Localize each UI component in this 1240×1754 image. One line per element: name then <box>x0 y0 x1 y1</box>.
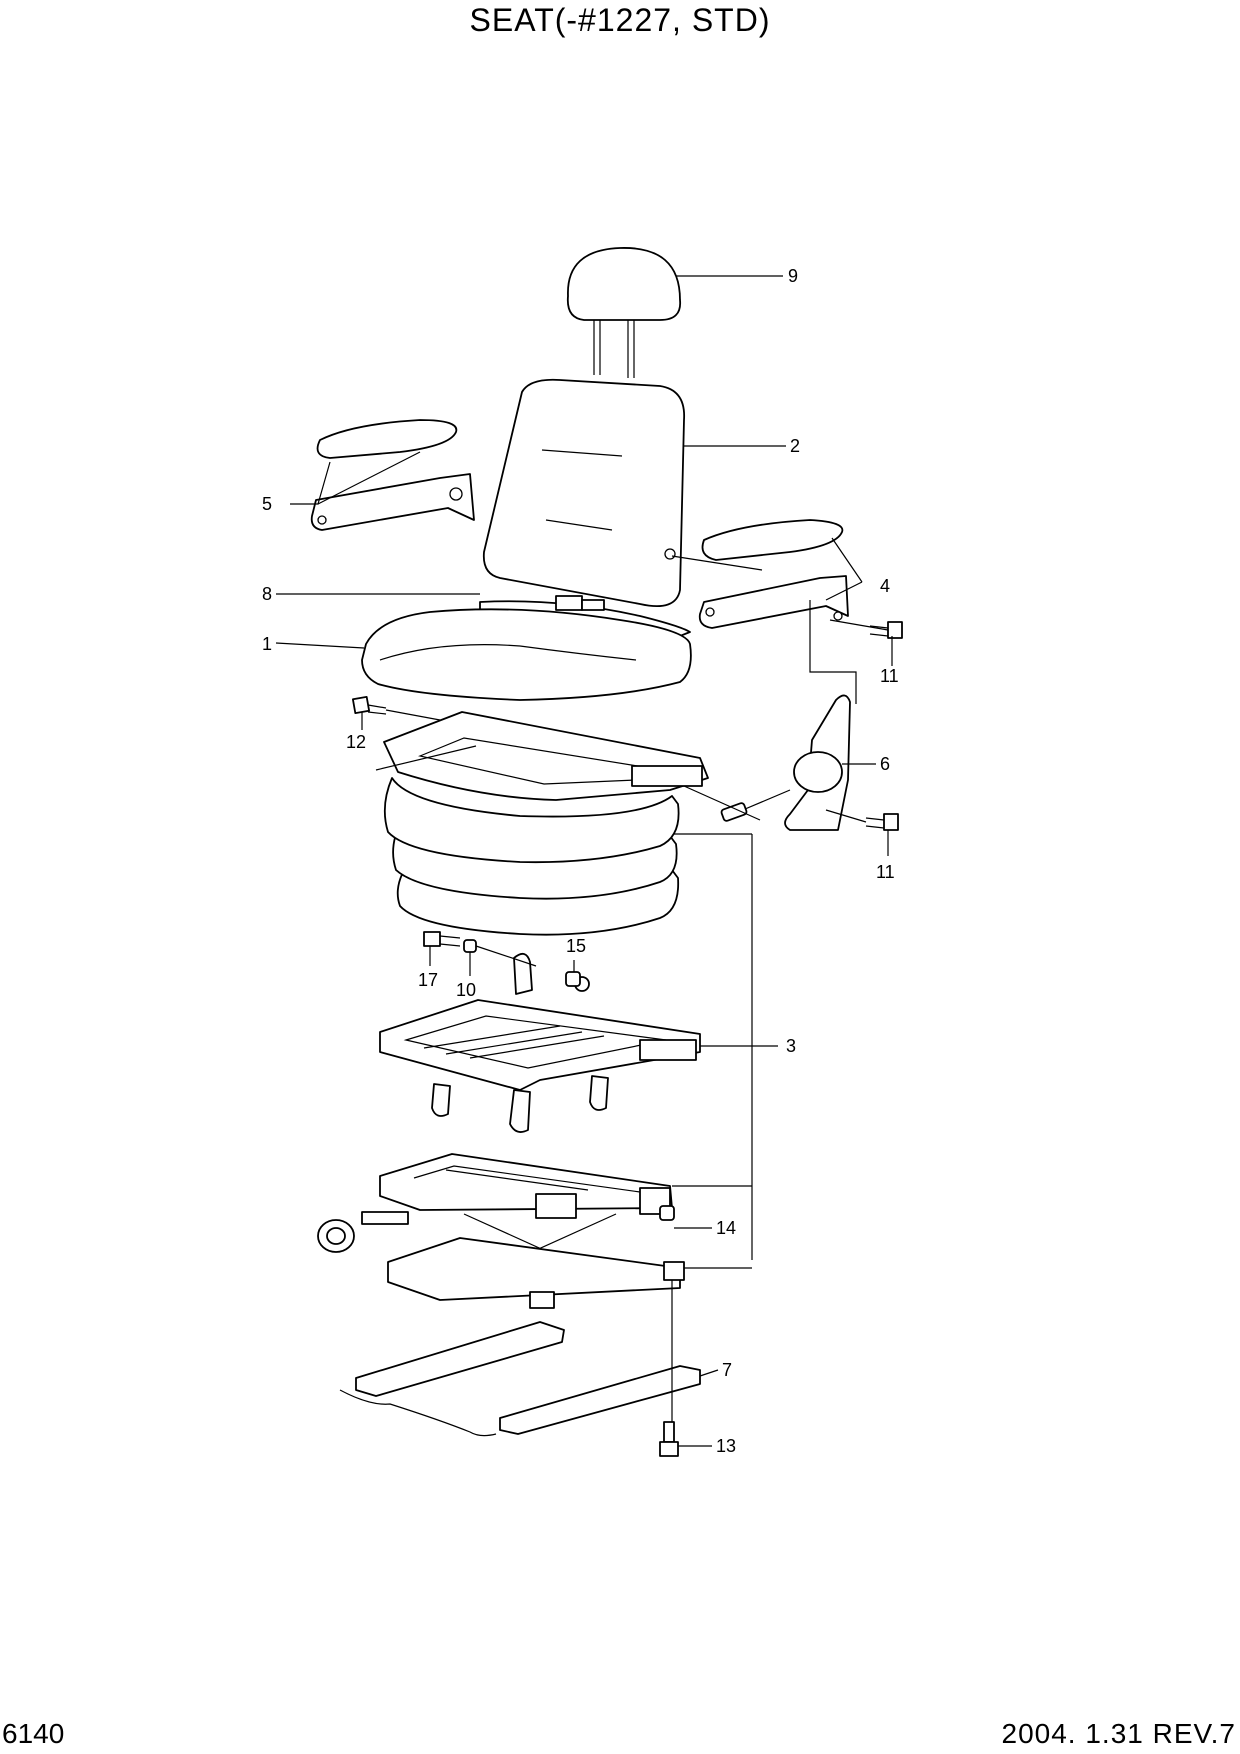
callout-6: 6 <box>880 754 890 774</box>
suspension-upper-frame-part <box>379 952 701 1133</box>
scissor-lift-part <box>317 1153 685 1309</box>
callout-3: 3 <box>786 1036 796 1056</box>
callout-10: 10 <box>456 980 476 1000</box>
callout-12: 12 <box>346 732 366 752</box>
callout-4: 4 <box>880 576 890 596</box>
recline-lever-part <box>720 694 851 831</box>
callout-labels: 9 2 5 4 8 1 11 12 6 11 15 17 10 3 14 7 1… <box>262 266 899 1456</box>
callout-11-lower: 11 <box>876 862 895 882</box>
right-armrest-part <box>698 519 849 629</box>
page-code: 6140 <box>2 1718 65 1749</box>
revision-date: 2004. 1.31 REV.7 <box>1001 1718 1236 1749</box>
callout-7: 7 <box>722 1360 732 1380</box>
callout-15: 15 <box>566 936 586 956</box>
callout-9: 9 <box>788 266 798 286</box>
callout-8: 8 <box>262 584 272 604</box>
seat-frame-bellows-part <box>383 711 709 936</box>
page-title: SEAT(-#1227, STD) <box>469 2 771 38</box>
slide-rails-part <box>339 1321 701 1437</box>
callout-13: 13 <box>716 1436 736 1456</box>
callout-14: 14 <box>716 1218 736 1238</box>
headrest-part <box>566 247 682 378</box>
callout-leaders <box>275 275 893 1447</box>
callout-2: 2 <box>790 436 800 456</box>
callout-11-upper: 11 <box>880 666 899 686</box>
callout-17: 17 <box>418 970 438 990</box>
left-armrest-part <box>310 419 475 531</box>
callout-1: 1 <box>262 634 272 654</box>
backrest-part <box>482 378 685 608</box>
fasteners-part <box>351 621 903 1457</box>
callout-5: 5 <box>262 494 272 514</box>
seat-cushion-part <box>361 608 692 701</box>
